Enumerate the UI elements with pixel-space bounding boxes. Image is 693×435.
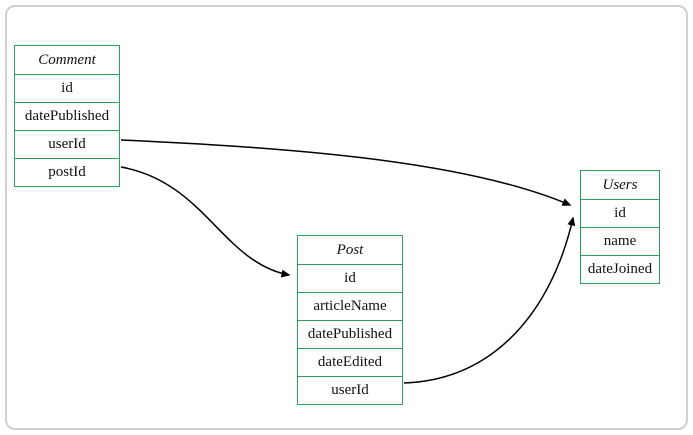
- table-row: postId: [15, 158, 119, 186]
- entity-table-users: Users id name dateJoined: [580, 170, 660, 284]
- relation-post-userid-to-users-id: [403, 216, 576, 384]
- table-row: datePublished: [15, 102, 119, 130]
- table-row: userId: [15, 130, 119, 158]
- table-row: id: [581, 199, 659, 227]
- table-row: id: [15, 74, 119, 102]
- table-row: userId: [298, 376, 402, 404]
- table-row: dateEdited: [298, 348, 402, 376]
- table-row: articleName: [298, 292, 402, 320]
- entity-table-comment: Comment id datePublished userId postId: [14, 45, 120, 187]
- relation-comment-postid-to-post-id: [120, 166, 291, 278]
- table-row: datePublished: [298, 320, 402, 348]
- entity-table-post: Post id articleName datePublished dateEd…: [297, 235, 403, 405]
- relation-comment-userid-to-users-id: [120, 139, 572, 206]
- table-title: Post: [298, 236, 402, 264]
- table-title: Users: [581, 171, 659, 199]
- table-row: id: [298, 264, 402, 292]
- table-row: name: [581, 227, 659, 255]
- table-title: Comment: [15, 46, 119, 74]
- table-row: dateJoined: [581, 255, 659, 283]
